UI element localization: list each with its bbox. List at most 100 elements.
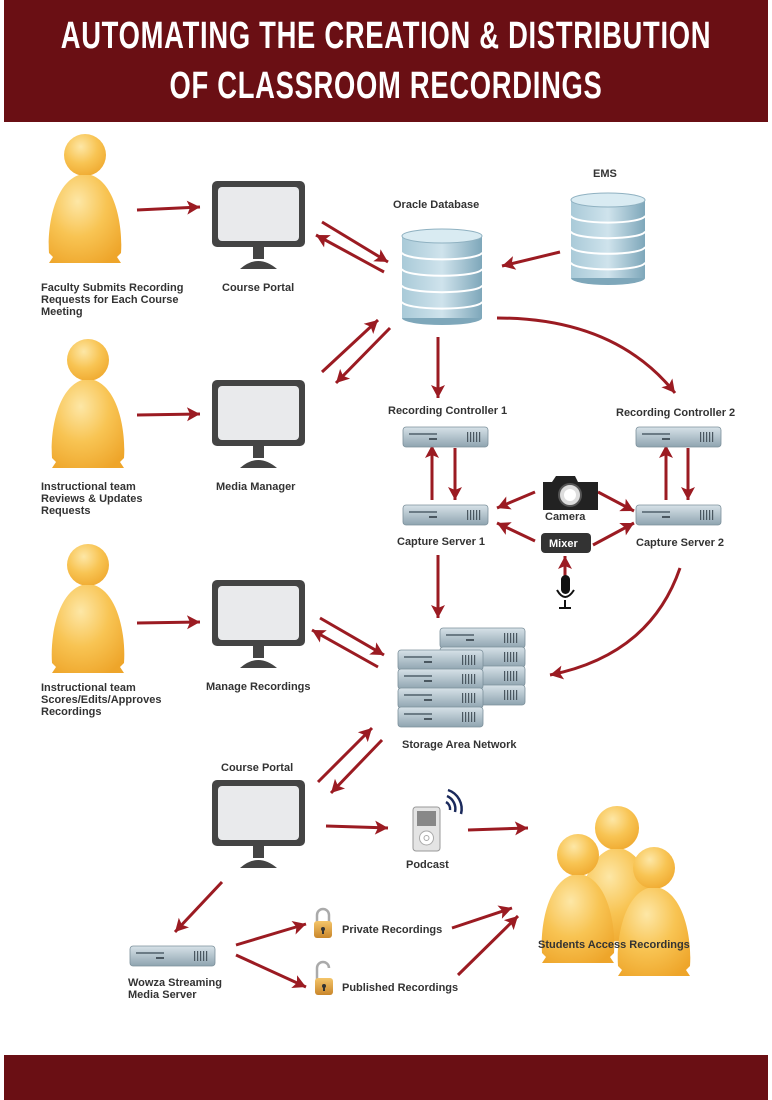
published-to-students-arrowhead — [503, 916, 518, 931]
private-label: Private Recordings — [342, 924, 442, 936]
portal2-to-san-arrowhead — [357, 728, 372, 743]
review-person-icon — [51, 339, 125, 468]
footer-banner — [4, 1055, 768, 1100]
course-portal-2-monitor-icon — [212, 780, 305, 868]
podcast-label: Podcast — [406, 859, 449, 871]
students-label: Students Access Recordings — [538, 939, 690, 951]
db-to-portal-arrow — [315, 233, 385, 274]
podcast-player-icon — [412, 806, 441, 852]
title-line-2: OF CLASSROOM RECORDINGS — [169, 65, 603, 107]
rec-ctrl-1-server-icon — [402, 426, 489, 448]
wowza-to-private-arrow — [235, 922, 307, 947]
faculty-to-portal-arrowhead — [186, 200, 200, 215]
capture-1-label: Capture Server 1 — [397, 536, 485, 548]
score-to-manage-arrowhead — [186, 615, 200, 630]
wowza-to-private-arrowhead — [291, 921, 306, 935]
faculty-person-icon — [48, 134, 122, 263]
faculty-label-2: Requests for Each Course — [41, 294, 179, 306]
san-to-manage-arrow — [311, 628, 379, 669]
published-label: Published Recordings — [342, 982, 458, 994]
review-label-1: Instructional team — [41, 481, 136, 493]
portal2-to-san-arrow — [316, 726, 374, 784]
wowza-to-published-arrow — [235, 953, 307, 989]
media-manager-monitor-icon — [212, 380, 305, 468]
db-to-ctrl1-arrowhead — [431, 385, 445, 398]
score-label-1: Instructional team — [41, 682, 136, 694]
san-to-portal2-arrowhead — [331, 778, 346, 793]
portal2-to-wowza-arrow — [173, 880, 224, 934]
cap2-to-san-arrowhead — [550, 665, 565, 680]
mixer-to-cap1-arrowhead — [497, 522, 512, 535]
private-to-students-arrowhead — [497, 905, 512, 919]
storage-area-network-icon — [397, 627, 526, 728]
arrow-layer — [136, 200, 695, 989]
faculty-label-1: Faculty Submits Recording — [41, 282, 183, 294]
review-to-manager-arrowhead — [186, 407, 200, 422]
capture-2-label: Capture Server 2 — [636, 537, 724, 549]
camera-icon — [543, 476, 598, 510]
cap1-to-san-arrowhead — [431, 605, 445, 618]
wowza-to-published-arrowhead — [291, 975, 306, 988]
review-to-manager-arrow — [136, 412, 201, 417]
faculty-to-portal-arrow — [136, 205, 201, 212]
db-to-ctrl2-arrowhead — [661, 378, 675, 393]
manager-to-db-arrowhead — [363, 320, 378, 334]
manage-to-san-arrow — [319, 616, 385, 657]
title-banner: AUTOMATING THE CREATION & DISTRIBUTION O… — [4, 0, 768, 122]
score-to-manage-arrow — [136, 620, 201, 625]
db-to-manager-arrow — [334, 326, 392, 385]
db-to-manager-arrowhead — [336, 368, 351, 383]
portal2-to-wowza-arrowhead — [175, 917, 190, 932]
microphone-icon — [556, 575, 575, 609]
ems-label: EMS — [593, 168, 617, 180]
manage-recordings-label: Manage Recordings — [206, 681, 311, 693]
san-label: Storage Area Network — [402, 739, 517, 751]
score-person-icon — [51, 544, 125, 673]
score-label-3: Recordings — [41, 706, 102, 718]
rec-ctrl-2-server-icon — [635, 426, 722, 448]
cap1-to-ctrl1-arrowhead — [425, 445, 439, 458]
ems-database-icon — [570, 192, 646, 285]
published-to-students-arrow — [456, 914, 520, 977]
mixer-to-cap2-arrowhead — [619, 522, 634, 536]
private-to-students-arrow — [451, 906, 513, 930]
portal2-to-podcast-arrowhead — [374, 820, 388, 835]
title-line-1: AUTOMATING THE CREATION & DISTRIBUTION — [60, 15, 712, 57]
mic-to-mixer-arrowhead — [558, 556, 572, 569]
review-label-3: Requests — [41, 505, 91, 517]
rec-ctrl-2-label: Recording Controller 2 — [616, 407, 735, 419]
capture-2-server-icon — [635, 504, 722, 526]
manager-to-db-arrow — [320, 318, 380, 374]
media-manager-label: Media Manager — [216, 481, 296, 493]
review-label-2: Reviews & Updates — [41, 493, 142, 505]
san-to-portal2-arrow — [329, 738, 384, 795]
lock-closed-icon — [314, 907, 332, 938]
oracle-db-label: Oracle Database — [393, 199, 479, 211]
lock-open-icon — [315, 960, 333, 995]
camera-label: Camera — [545, 511, 586, 523]
san-to-manage-arrowhead — [312, 630, 327, 643]
portal-to-db-arrowhead — [373, 249, 388, 262]
course-portal-2-label: Course Portal — [221, 762, 293, 774]
manage-to-san-arrowhead — [369, 642, 384, 655]
capture-1-server-icon — [402, 504, 489, 526]
cap2-to-ctrl2-arrowhead — [659, 445, 673, 458]
rec-ctrl-1-label: Recording Controller 1 — [388, 405, 507, 417]
podcast-to-students-arrowhead — [514, 821, 528, 836]
db-to-ctrl2-arrow — [496, 316, 677, 394]
ems-to-db-arrowhead — [502, 256, 517, 270]
score-label-2: Scores/Edits/Approves — [41, 694, 161, 706]
mixer-box — [541, 533, 591, 553]
camera-to-cap2-arrowhead — [619, 498, 634, 512]
manage-recordings-monitor-icon — [212, 580, 305, 668]
wowza-label-2: Media Server — [128, 989, 197, 1001]
cap2-to-san-arrow — [549, 567, 682, 677]
faculty-label-3: Meeting — [41, 306, 83, 318]
db-to-portal-arrowhead — [316, 235, 331, 248]
portal2-to-podcast-arrow — [325, 824, 389, 830]
wowza-label-1: Wowza Streaming — [128, 977, 222, 989]
course-portal-label: Course Portal — [222, 282, 294, 294]
podcast-to-students-arrow — [467, 826, 529, 832]
